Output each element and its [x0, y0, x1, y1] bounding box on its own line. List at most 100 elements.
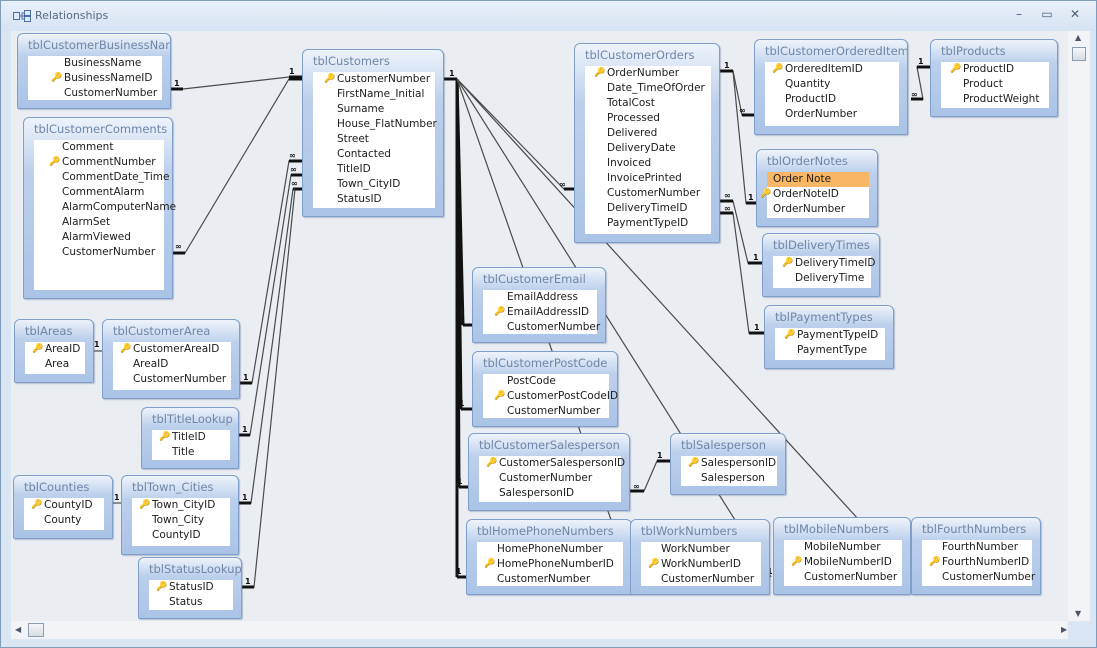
field[interactable]: TitleID	[313, 162, 435, 177]
primary-key-field[interactable]: 🔑StatusID	[149, 580, 233, 595]
primary-key-field[interactable]: 🔑BusinessNameID	[28, 71, 162, 86]
primary-key-field[interactable]: 🔑FourthNumberID	[922, 555, 1032, 570]
field[interactable]: Date_TimeOfOrder	[585, 81, 711, 96]
relationship-line[interactable]	[171, 76, 302, 90]
table-title[interactable]: tblMobileNumbers	[784, 522, 889, 536]
field[interactable]: AlarmComputerName	[34, 200, 176, 215]
table-title[interactable]: tblCustomerArea	[113, 324, 211, 338]
field[interactable]: CustomerNumber	[641, 572, 761, 587]
field[interactable]: Salesperson	[681, 471, 777, 486]
scroll-up-icon[interactable]: ▲	[1075, 33, 1082, 42]
field[interactable]: WorkNumber	[641, 542, 761, 557]
field[interactable]: CustomerNumber	[784, 570, 902, 585]
table-title[interactable]: tblTitleLookup	[152, 412, 233, 426]
table-title[interactable]: tblProducts	[941, 44, 1006, 58]
table-title[interactable]: tblAreas	[25, 324, 73, 338]
field[interactable]: Title	[152, 445, 230, 460]
horizontal-scrollbar[interactable]: ◀ ▶	[11, 621, 1068, 639]
field[interactable]: Delivered	[585, 126, 711, 141]
relationship-line[interactable]	[720, 70, 756, 204]
table-title[interactable]: tblPaymentTypes	[775, 310, 873, 324]
field[interactable]: DeliveryDate	[585, 141, 711, 156]
field[interactable]: FirstName_Initial	[313, 87, 435, 102]
primary-key-field[interactable]: 🔑TitleID	[152, 430, 230, 445]
field[interactable]: CustomerNumber	[28, 86, 162, 101]
field[interactable]: Quantity	[765, 77, 899, 92]
field[interactable]: StatusID	[313, 192, 435, 207]
field[interactable]: InvoicePrinted	[585, 171, 711, 186]
primary-key-field[interactable]: 🔑MobileNumberID	[784, 555, 902, 570]
primary-key-field[interactable]: 🔑OrderNoteID	[760, 187, 869, 202]
vertical-scrollbar[interactable]: ▲ ▼	[1068, 31, 1090, 621]
field[interactable]: CustomerNumber	[34, 245, 164, 260]
field[interactable]: FourthNumber	[922, 540, 1032, 555]
table-title[interactable]: tblSalesperson	[681, 438, 767, 452]
vertical-scroll-thumb[interactable]	[1072, 47, 1086, 61]
primary-key-field[interactable]: 🔑OrderNumber	[585, 66, 711, 81]
field[interactable]: Contacted	[313, 147, 435, 162]
table-title[interactable]: tblOrderNotes	[767, 154, 848, 168]
table-tblCustomerSalesperson[interactable]: tblCustomerSalesperson🔑CustomerSalespers…	[468, 433, 630, 511]
table-title[interactable]: tblWorkNumbers	[641, 524, 738, 538]
table-title[interactable]: tblHomePhoneNumbers	[477, 524, 614, 538]
primary-key-field[interactable]: 🔑SalespersonID	[681, 456, 777, 471]
field[interactable]: CommentAlarm	[34, 185, 164, 200]
table-title[interactable]: tblStatusLookup	[149, 562, 241, 576]
scroll-left-icon[interactable]: ◀	[15, 625, 22, 634]
field[interactable]: OrderNumber	[767, 202, 869, 217]
field[interactable]: CountyID	[132, 528, 230, 543]
field[interactable]: EmailAddress	[483, 290, 597, 305]
field[interactable]: DeliveryTime	[773, 271, 871, 286]
close-button[interactable]: ✕	[1069, 7, 1081, 21]
scroll-down-icon[interactable]: ▼	[1075, 609, 1082, 618]
table-title[interactable]: tblCustomerSalesperson	[479, 438, 620, 452]
maximize-button[interactable]: ▭	[1041, 7, 1053, 21]
field[interactable]: Area	[25, 357, 85, 372]
primary-key-field[interactable]: 🔑AreaID	[25, 342, 85, 357]
relationship-line[interactable]	[239, 188, 302, 504]
field[interactable]: PaymentTypeID	[585, 216, 711, 231]
field[interactable]: County	[24, 513, 104, 528]
field[interactable]: AreaID	[113, 357, 231, 372]
table-title[interactable]: tblCustomerOrders	[585, 48, 695, 62]
field[interactable]: AlarmSet	[34, 215, 164, 230]
primary-key-field[interactable]: 🔑CustomerNumber	[313, 72, 435, 87]
table-title[interactable]: tblCustomerEmail	[483, 272, 586, 286]
field[interactable]: Town_CityID	[313, 177, 435, 192]
field[interactable]: CustomerNumber	[922, 570, 1035, 585]
relationship-line[interactable]	[720, 212, 764, 334]
primary-key-field[interactable]: 🔑PaymentTypeID	[775, 328, 885, 343]
field[interactable]: Town_City	[132, 513, 230, 528]
field[interactable]: Surname	[313, 102, 435, 117]
field[interactable]: PostCode	[483, 374, 609, 389]
primary-key-field[interactable]: 🔑ProductID	[941, 62, 1049, 77]
field[interactable]: Processed	[585, 111, 711, 126]
